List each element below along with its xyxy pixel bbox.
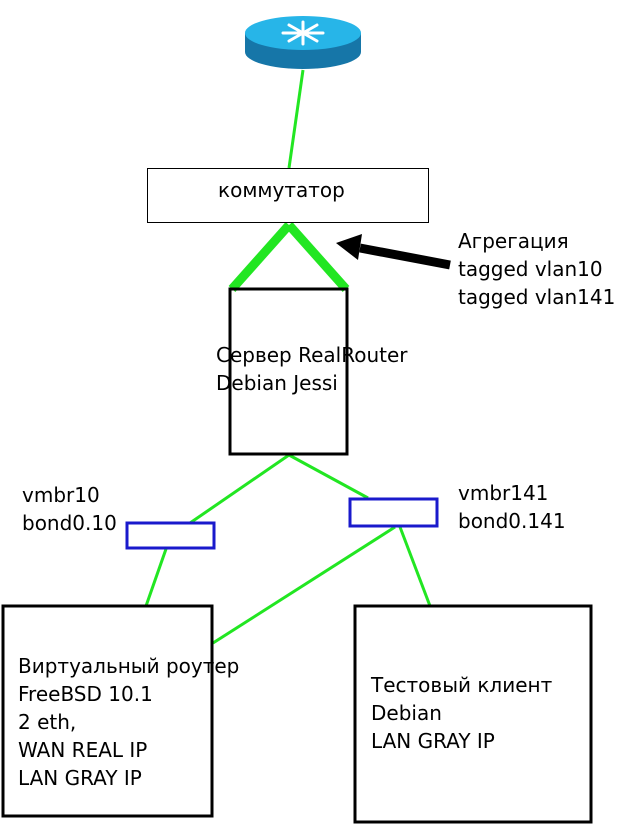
bridge-right-box	[348, 497, 439, 528]
aggregation-label: Агрегация tagged vlan10 tagged vlan141	[458, 227, 615, 311]
bridge-left-line: vmbr10	[22, 483, 100, 507]
switch-label: коммутатор	[218, 178, 345, 202]
router-icon	[245, 16, 361, 69]
vrouter-line: Виртуальный роутер	[18, 654, 240, 678]
aggregation-line: tagged vlan141	[458, 285, 616, 309]
bridge-right-label: vmbr141 bond0.141	[458, 479, 566, 535]
vrouter-label: Виртуальный роутер FreeBSD 10.1 2 eth, W…	[18, 652, 239, 792]
links	[144, 69, 432, 645]
link-server-bridge-right	[288, 453, 369, 500]
server-line: Debian Jessi	[216, 371, 338, 395]
aggregation-line: Агрегация	[458, 229, 569, 253]
client-box	[353, 604, 593, 824]
bridge-right-line: vmbr141	[458, 481, 549, 505]
bridge-left-line: bond0.10	[22, 511, 117, 535]
link-bridge-left-vrouter	[144, 548, 168, 607]
link-bridge-right-vrouter	[212, 525, 396, 645]
bridge-right-line: bond0.141	[458, 509, 566, 533]
vrouter-box	[1, 604, 214, 818]
link-router-switch	[287, 69, 305, 169]
aggregation-line: tagged vlan10	[458, 257, 603, 281]
link-bridge-right-client	[398, 526, 432, 607]
arrow-icon	[336, 234, 451, 270]
link-server-bridge-left	[189, 453, 290, 525]
bridge-left-box	[125, 521, 216, 550]
vrouter-line: 2 eth,	[18, 710, 77, 734]
server-label: Сервер RealRouter Debian Jessi	[216, 341, 408, 397]
client-label: Тестовый клиент Debian LAN GRAY IP	[371, 671, 552, 755]
client-line: LAN GRAY IP	[371, 729, 495, 753]
vrouter-line: FreeBSD 10.1	[18, 682, 153, 706]
bond-link-right	[285, 222, 350, 292]
vrouter-line: WAN REAL IP	[18, 738, 148, 762]
server-box	[228, 287, 349, 456]
server-line: Сервер RealRouter	[216, 343, 408, 367]
client-line: Debian	[371, 701, 442, 725]
bridge-left-label: vmbr10 bond0.10	[22, 481, 117, 537]
bond-link-left	[228, 222, 293, 292]
switch-box	[147, 168, 429, 223]
vrouter-line: LAN GRAY IP	[18, 766, 142, 790]
aggregated-links	[228, 222, 350, 292]
client-line: Тестовый клиент	[371, 673, 553, 697]
